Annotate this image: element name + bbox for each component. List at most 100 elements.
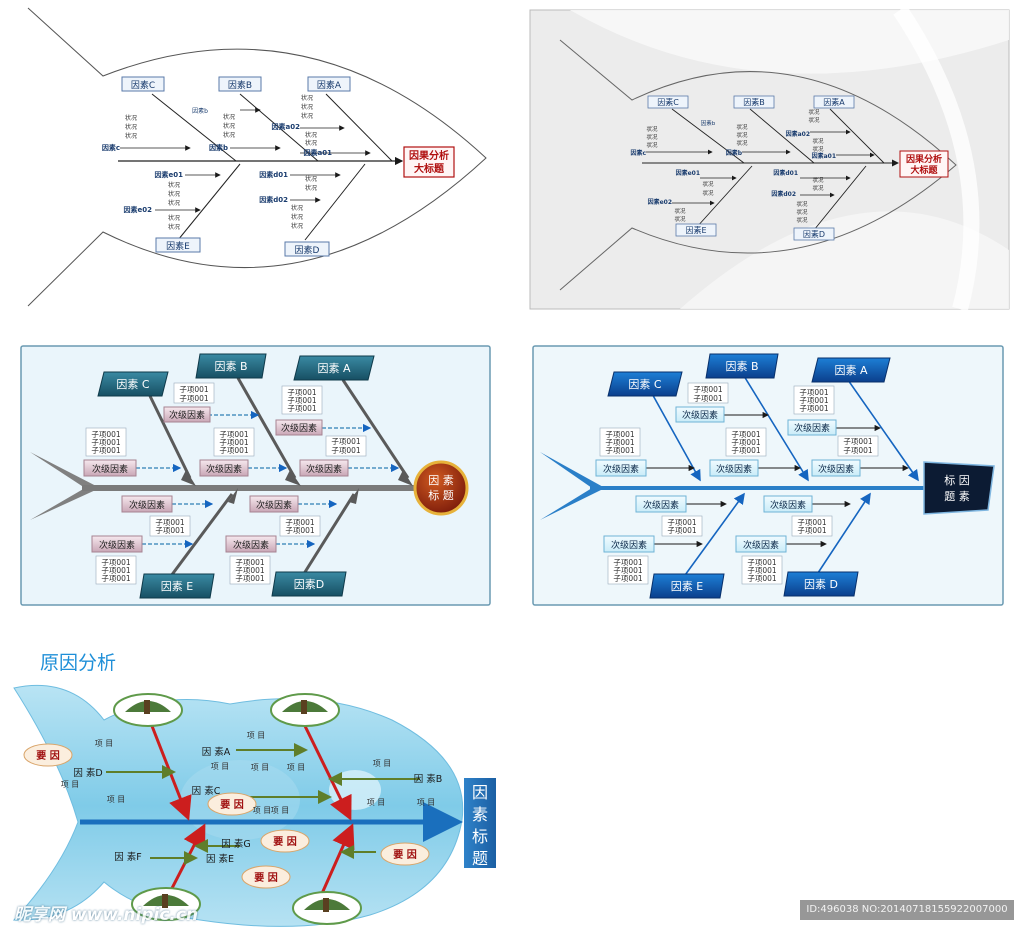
d2-item: 状况 (808, 116, 820, 124)
d2-item: 状况 (646, 133, 658, 141)
d4-factor-a: 因素 A (811, 357, 891, 383)
d4-subitem: 子项001 (605, 438, 635, 447)
d4-secondary: 次级因素 (643, 499, 679, 511)
d4-subitem: 子项001 (693, 394, 723, 403)
d2-sub-b-small: 因素b (701, 119, 716, 127)
d5-item: 项 目 (287, 763, 306, 772)
d1-sub-c: 因素c (102, 143, 120, 152)
d2-factor-a: 因素A (823, 97, 845, 107)
d3-head-line2: 标 题 (428, 488, 454, 502)
d5-item: 项 目 (253, 806, 272, 815)
d4-subitem: 子项001 (843, 437, 873, 446)
diagram2-fishbone: 因素C 因素B 因素A 因素E 因素D 因果分析 大标题 因素a02 因素a01… (529, 5, 1010, 312)
d4-subitem: 子项001 (667, 526, 697, 535)
d3-secondary: 次级因素 (306, 463, 342, 475)
d5-item: 项 目 (271, 806, 290, 815)
d1-factor-e: 因素E (166, 240, 190, 252)
d4-subitem: 子项001 (693, 385, 723, 394)
d4-secondary: 次级因素 (716, 463, 752, 475)
d1-item: 状况 (305, 131, 317, 139)
diagram4-fishbone: 因素 C 因素 B 因素 A 因素 E 因素 D 标 因 题 素 次级因素 次级… (532, 345, 1004, 606)
d2-factor-d: 因素D (803, 229, 825, 239)
d1-item: 状况 (125, 114, 137, 122)
d3-subitem: 子项001 (155, 518, 185, 527)
d4-subitem: 子项001 (613, 566, 643, 575)
d2-item: 状况 (796, 216, 808, 224)
d3-subitem: 子项001 (219, 430, 249, 439)
d1-factor-c: 因素C (131, 79, 155, 91)
d3-subitem: 子项001 (101, 566, 131, 575)
d1-sub-b-small: 因素b (192, 107, 208, 115)
d1-sub-b: 因素b (209, 143, 228, 152)
d3-secondary: 次级因素 (206, 463, 242, 475)
d4-secondary: 次级因素 (818, 463, 854, 475)
d1-item: 状况 (305, 175, 317, 183)
d1-sub-d01: 因素d01 (259, 170, 288, 179)
d1-item: 状况 (125, 132, 137, 140)
d2-factor-e: 因素E (685, 225, 706, 235)
d5-item: 项 目 (251, 763, 270, 772)
diagram3-fishbone: 因素 C 因素 B 因素 A 因素 E 因素D 因 素 标 题 次级因素 次级因… (20, 345, 491, 606)
d1-title-line2: 大标题 (414, 162, 445, 175)
d1-item: 状况 (223, 122, 235, 130)
d4-factor-e-label: 因素 E (671, 580, 703, 593)
d5-factor-f: 因 素F (114, 851, 141, 863)
d4-subitem: 子项001 (843, 446, 873, 455)
d3-secondary: 次级因素 (92, 463, 128, 475)
d3-subitem: 子项001 (235, 566, 265, 575)
d5-factor-c: 因 素C (192, 785, 221, 797)
d4-secondary: 次级因素 (603, 463, 639, 475)
d1-item: 状况 (168, 181, 180, 189)
d3-secondary: 次级因素 (169, 409, 205, 421)
d5-factor-labels: 因 素A 因 素B 因 素C 因 素D 因 素E 因 素F 因 素G (73, 746, 442, 865)
d5-item: 项 目 (247, 731, 266, 740)
d3-subitem: 子项001 (179, 394, 209, 403)
d2-item: 状况 (674, 207, 686, 215)
d5-globe-icon (292, 891, 362, 925)
d4-factor-a-label: 因素 A (834, 364, 867, 377)
d5-item: 项 目 (61, 780, 80, 789)
d3-secondary: 次级因素 (256, 499, 292, 511)
d3-subitem: 子项001 (287, 388, 317, 397)
diagram1-fish-outline (27, 7, 487, 307)
d5-reason: 要 因 (393, 849, 416, 861)
d3-head: 因 素 标 题 (413, 460, 469, 516)
d3-subitem: 子项001 (331, 437, 361, 446)
d2-sub-d02: 因素d02 (771, 190, 796, 198)
d1-item: 状况 (301, 94, 313, 102)
d2-item: 状况 (812, 145, 824, 153)
d1-sub-a02: 因素a02 (272, 122, 301, 131)
d3-secondary: 次级因素 (281, 422, 317, 434)
d3-subitem: 子项001 (155, 526, 185, 535)
d4-subitem: 子项001 (605, 446, 635, 455)
d1-item: 状况 (168, 214, 180, 222)
d2-sub-e01: 因素e01 (676, 169, 700, 177)
d3-subitem: 子项001 (179, 385, 209, 394)
d5-item: 项 目 (211, 762, 230, 771)
d3-factor-d: 因素D (271, 571, 347, 597)
d4-factor-d: 因素 D (783, 571, 859, 597)
d2-sub-d01: 因素d01 (773, 169, 798, 177)
d2-sub-e02: 因素e02 (648, 198, 672, 206)
d3-factor-b-label: 因素 B (214, 360, 247, 373)
d5-reason: 要 因 (220, 799, 243, 811)
d5-item: 项 目 (95, 739, 114, 748)
d3-subitem: 子项001 (331, 446, 361, 455)
d5-item-labels: 项 目 项 目 项 目 项 目 项 目 项 目 项 目 项 目 项 目 项 目 … (61, 731, 436, 815)
d5-globe-icon (270, 693, 340, 727)
d5-reason: 要 因 (254, 872, 277, 884)
d5-globe-icon (131, 887, 201, 921)
d1-item: 状况 (301, 103, 313, 111)
d1-item-labels: 状况 状况 状况 状况 状况 状况 状况 状况 状况 状况 状况 状况 状况 状… (125, 94, 317, 231)
d3-factor-b: 因素 B (195, 353, 267, 379)
d2-item: 状况 (796, 208, 808, 216)
d1-title-line1: 因果分析 (409, 149, 449, 162)
d3-subitems: 子项001 子项001 子项001 子项001 子项001 子项001 子项00… (85, 382, 367, 585)
diagram5-fishbone: 因 素 标 题 (12, 684, 496, 927)
d1-item: 状况 (305, 184, 317, 192)
d1-item: 状况 (168, 190, 180, 198)
watermark-logo: 昵享网 www.nipic.cn (14, 905, 199, 925)
d5-item: 项 目 (107, 795, 126, 804)
d5-factor-d: 因 素D (73, 767, 102, 779)
d2-item: 状况 (736, 123, 748, 131)
